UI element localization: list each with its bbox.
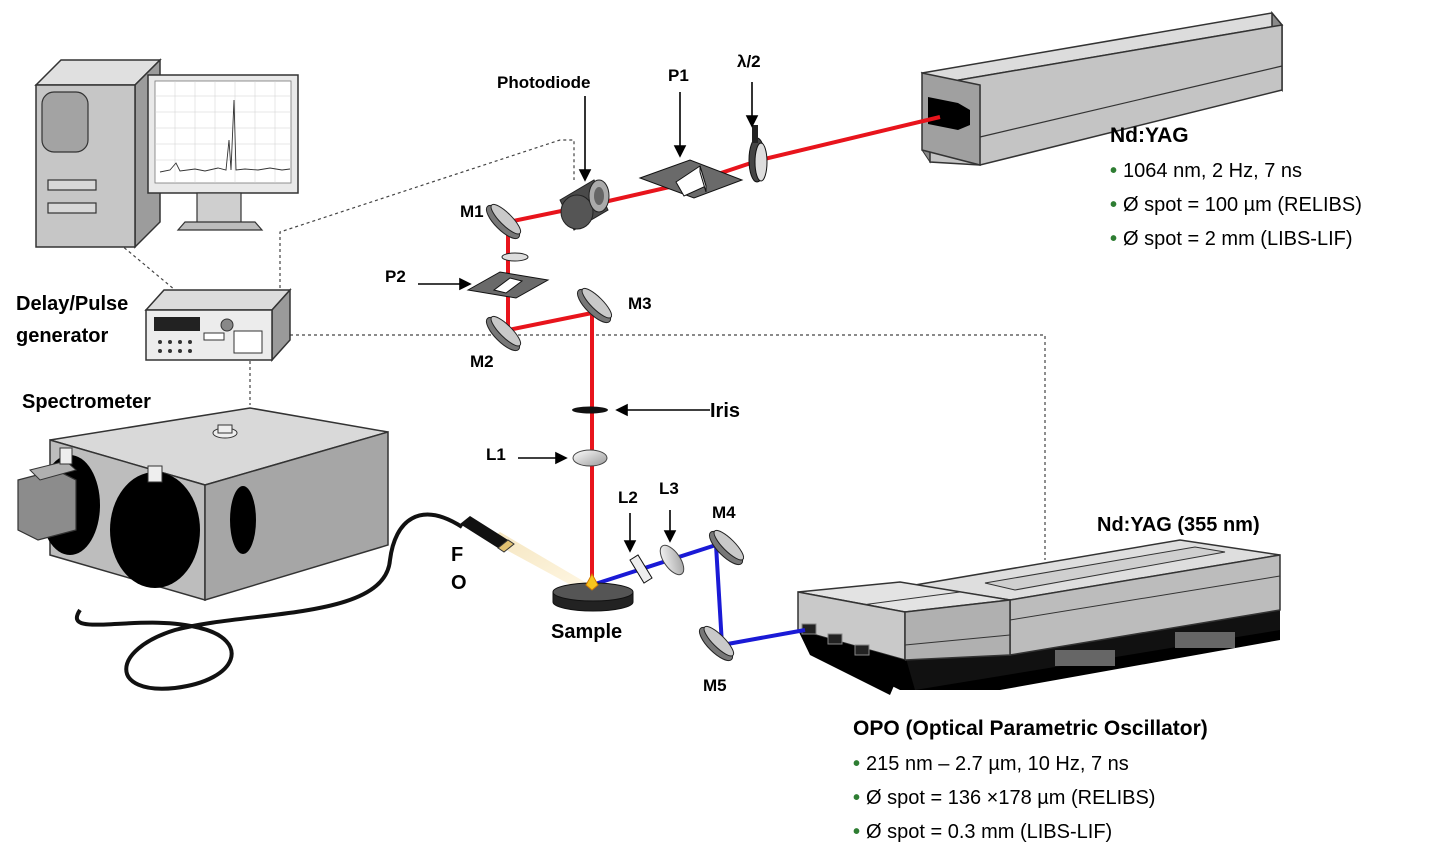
lens-l3	[659, 544, 685, 576]
opo-info-block: OPO (Optical Parametric Oscillator) •215…	[853, 717, 1208, 849]
delay-pulse-generator	[144, 288, 292, 362]
m4-label: M4	[712, 503, 736, 522]
opo-info-item: •Ø spot = 136 ×178 µm (RELIBS)	[853, 787, 1156, 809]
sample-holder	[552, 572, 634, 612]
ndyag-info-item: •1064 nm, 2 Hz, 7 ns	[1110, 160, 1302, 182]
l1-label: L1	[486, 445, 506, 464]
lens-l2	[629, 554, 653, 584]
ndyag-355-opo-laser	[797, 539, 1281, 695]
l3-label: L3	[659, 479, 679, 498]
mirror-m3	[576, 287, 613, 324]
mirror-m4	[708, 529, 745, 566]
blue-laser-beam	[591, 543, 806, 647]
fiber-optic-cable	[75, 512, 464, 691]
p1-polarizer	[638, 159, 744, 199]
ndyag-1064-laser	[920, 10, 1284, 166]
delay-pulse-label-line2: generator	[16, 325, 109, 347]
opo-info-item: •215 nm – 2.7 µm, 10 Hz, 7 ns	[853, 753, 1129, 775]
mirror-m1	[485, 203, 522, 240]
ndyag-info-item: •Ø spot = 2 mm (LIBS-LIF)	[1110, 228, 1353, 250]
m2-label: M2	[470, 352, 494, 371]
fiber-light-cone	[488, 532, 590, 590]
p2-label: P2	[385, 267, 406, 286]
p2-polarizer	[466, 271, 550, 299]
l2-label: L2	[618, 488, 638, 507]
m3-label: M3	[628, 294, 652, 313]
iris-aperture	[572, 406, 608, 414]
fiber-optic-label-o: O	[451, 572, 467, 594]
half-wave-plate	[748, 125, 768, 183]
photodiode-label: Photodiode	[497, 73, 591, 92]
m1-label: M1	[460, 202, 484, 221]
opo-info-title: OPO (Optical Parametric Oscillator)	[853, 717, 1208, 740]
lens-l1	[572, 449, 608, 467]
mirror-m2	[485, 315, 522, 352]
fiber-optic-probe	[460, 516, 515, 553]
small-optic-element	[501, 252, 529, 262]
sample-label: Sample	[551, 621, 623, 643]
p1-label: P1	[668, 66, 689, 85]
iris-label: Iris	[710, 400, 741, 422]
fiber-optic-label-f: F	[451, 544, 464, 566]
mirror-m5	[698, 625, 735, 662]
ndyag-info-title: Nd:YAG	[1110, 124, 1189, 147]
m5-label: M5	[703, 676, 727, 695]
annotation-arrows	[418, 82, 759, 553]
trigger-cables	[114, 139, 1046, 560]
half-wave-plate-label: λ/2	[737, 52, 761, 71]
spectrometer-label: Spectrometer	[22, 391, 151, 413]
computer-icon	[34, 58, 299, 249]
ndyag-info-item: •Ø spot = 100 µm (RELIBS)	[1110, 194, 1362, 216]
ndyag-info-block: Nd:YAG •1064 nm, 2 Hz, 7 ns •Ø spot = 10…	[1110, 124, 1362, 256]
ndyag-355-label: Nd:YAG (355 nm)	[1097, 514, 1260, 536]
spectrometer-device	[17, 407, 389, 602]
opo-info-item: •Ø spot = 0.3 mm (LIBS-LIF)	[853, 821, 1113, 843]
photodiode-component	[559, 179, 610, 231]
delay-pulse-label-line1: Delay/Pulse	[16, 293, 129, 315]
